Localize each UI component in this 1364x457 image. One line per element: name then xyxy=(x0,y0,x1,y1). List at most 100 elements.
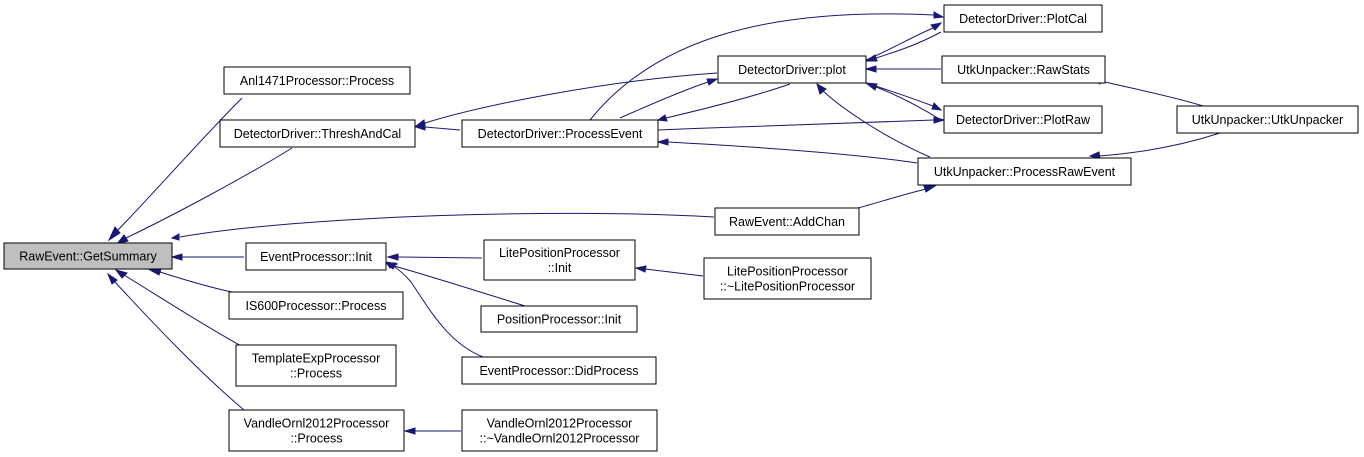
node-lpp-init[interactable]: LitePositionProcessor::Init xyxy=(483,239,636,281)
node-vo-dtor[interactable]: VandleOrnl2012Processor::~VandleOrnl2012… xyxy=(461,409,658,452)
node-ep-didprocess[interactable]: EventProcessor::DidProcess xyxy=(461,356,657,385)
e-plot-proc xyxy=(656,83,791,122)
node-box xyxy=(480,305,638,333)
node-label: LitePositionProcessor xyxy=(727,265,848,279)
node-dd-plotcal[interactable]: DetectorDriver::PlotCal xyxy=(943,4,1103,33)
node-label: RawEvent::GetSummary xyxy=(19,250,157,264)
e-rawstats-plot xyxy=(864,65,941,73)
e-plotcal-plot-line xyxy=(875,31,942,59)
e-proc-plotcal xyxy=(589,11,945,121)
e-tep-raw-line xyxy=(123,274,244,348)
node-box xyxy=(223,66,411,95)
node-utk-processrawevent[interactable]: UtkUnpacker::ProcessRawEvent xyxy=(917,157,1132,186)
node-label: EventProcessor::DidProcess xyxy=(479,364,638,378)
node-box xyxy=(245,242,387,271)
e-plotraw-plot xyxy=(864,82,942,121)
node-box xyxy=(228,291,404,320)
e-dtor-lpp-line xyxy=(644,268,704,277)
node-label: EventProcessor::Init xyxy=(260,250,372,264)
e-dtor-lpp xyxy=(634,265,704,277)
e-addchan-pre-arrowhead xyxy=(923,185,937,193)
e-proc-thresh-line xyxy=(424,126,461,131)
node-label: DetectorDriver::plot xyxy=(738,63,846,77)
node-label: ::Process xyxy=(290,367,342,381)
node-dd-threshandcal[interactable]: DetectorDriver::ThreshAndCal xyxy=(219,119,416,148)
node-ep-init[interactable]: EventProcessor::Init xyxy=(245,242,387,271)
node-label: RawEvent::AddChan xyxy=(729,215,845,229)
node-label: ::Process xyxy=(290,432,342,446)
e-plot-proc-line xyxy=(665,83,791,119)
e-proc-plotraw xyxy=(657,116,946,131)
node-box xyxy=(3,242,173,270)
e-addchan-pre xyxy=(857,185,937,209)
e-is600-raw xyxy=(148,268,233,293)
node-label: UtkUnpacker::ProcessRawEvent xyxy=(934,165,1116,179)
e-edp-ep-line xyxy=(392,265,484,358)
e-is600-raw-arrowhead xyxy=(148,268,162,276)
node-label: LitePositionProcessor xyxy=(499,246,620,260)
e-dtor-lpp-arrowhead xyxy=(634,265,647,273)
node-label: DetectorDriver::ProcessEvent xyxy=(478,127,643,141)
node-label: DetectorDriver::ThreshAndCal xyxy=(234,127,401,141)
e-lpp-ep-arrowhead xyxy=(386,253,399,261)
e-edp-ep-arrowhead xyxy=(384,261,399,269)
node-label: TemplateExpProcessor xyxy=(252,352,381,366)
node-box xyxy=(219,119,416,148)
node-box xyxy=(461,356,657,385)
e-plot-proc-arrowhead xyxy=(656,114,668,122)
node-label: Anl1471Processor::Process xyxy=(240,74,394,88)
e-init-raw-arrowhead xyxy=(170,253,183,261)
node-label: VandleOrnl2012Processor xyxy=(487,417,633,431)
node-anl-process[interactable]: Anl1471Processor::Process xyxy=(223,66,411,95)
node-vo-process[interactable]: VandleOrnl2012Processor::Process xyxy=(228,409,405,452)
e-pre-plot-line xyxy=(822,90,931,158)
node-is600-process[interactable]: IS600Processor::Process xyxy=(228,291,404,320)
node-dd-plotraw[interactable]: DetectorDriver::PlotRaw xyxy=(943,105,1103,134)
e-proc-plot-arrowhead xyxy=(706,78,719,86)
e-proc-plot-line xyxy=(619,81,709,119)
node-dd-plot[interactable]: DetectorDriver::plot xyxy=(717,55,867,84)
node-utk-unpacker[interactable]: UtkUnpacker::UtkUnpacker xyxy=(1176,105,1359,134)
e-vodtor-vo-arrowhead xyxy=(403,427,416,435)
node-raw-getsummary[interactable]: RawEvent::GetSummary xyxy=(3,242,173,270)
node-pp-init[interactable]: PositionProcessor::Init xyxy=(480,305,638,333)
node-lpp-dtor[interactable]: LitePositionProcessor::~LitePositionProc… xyxy=(703,257,872,300)
e-is600-raw-line xyxy=(159,271,233,293)
node-box xyxy=(1176,105,1359,134)
node-dd-processevent[interactable]: DetectorDriver::ProcessEvent xyxy=(461,119,659,148)
node-box xyxy=(714,207,860,236)
e-plot-plotcal-arrowhead xyxy=(930,22,943,31)
e-proc-plotraw-line xyxy=(657,119,935,131)
node-raw-addchan[interactable]: RawEvent::AddChan xyxy=(714,207,860,236)
node-label: ::~VandleOrnl2012Processor xyxy=(480,432,640,446)
node-label: DetectorDriver::PlotCal xyxy=(959,12,1087,26)
e-tep-raw xyxy=(114,269,244,348)
e-plot-thresh xyxy=(414,72,718,127)
e-utk-rawstats xyxy=(1090,77,1204,107)
e-vo-raw-arrowhead xyxy=(106,272,118,285)
e-vodtor-vo xyxy=(403,427,461,435)
node-utk-rawstats[interactable]: UtkUnpacker::RawStats xyxy=(941,55,1106,84)
e-thresh-raw-line xyxy=(125,147,293,239)
e-thresh-raw xyxy=(115,147,293,245)
e-plotcal-plot xyxy=(864,31,942,62)
node-label: ::Init xyxy=(548,261,572,275)
e-pre-proc-arrowhead xyxy=(656,138,669,146)
e-plotraw-plot-arrowhead xyxy=(864,82,878,91)
e-plot-plotcal-line xyxy=(865,27,934,61)
node-label: UtkUnpacker::UtkUnpacker xyxy=(1192,113,1343,127)
e-plotraw-plot-line xyxy=(875,86,942,121)
node-label: ::~LitePositionProcessor xyxy=(720,280,855,294)
e-proc-plotraw-arrowhead xyxy=(933,116,946,124)
e-addchan-raw xyxy=(170,212,715,241)
e-proc-plotcal-arrowhead xyxy=(933,11,945,19)
e-utk-pre-line xyxy=(1098,132,1221,157)
e-vo-raw-line xyxy=(114,281,245,411)
e-utk-rawstats-line xyxy=(1100,80,1204,107)
e-anl-raw-arrowhead xyxy=(107,226,121,242)
e-addchan-raw-arrowhead xyxy=(170,233,180,241)
node-tep-process[interactable]: TemplateExpProcessor::Process xyxy=(235,344,397,387)
e-proc-plotcal-line xyxy=(589,13,935,121)
node-label: IS600Processor::Process xyxy=(245,299,386,313)
e-utk-pre xyxy=(1088,132,1221,160)
